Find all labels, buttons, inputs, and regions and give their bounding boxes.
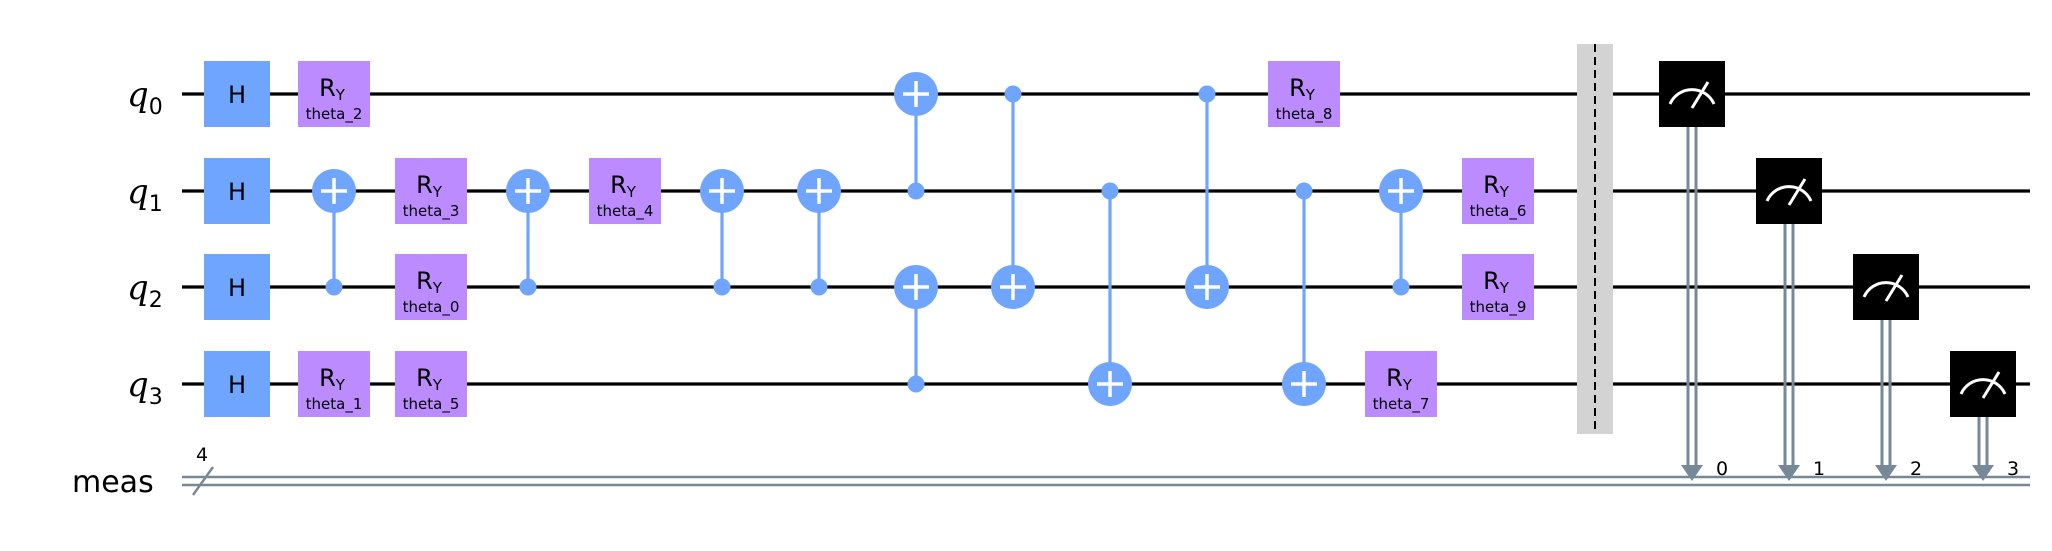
ry-gate-param: theta_9 <box>1470 298 1527 317</box>
measure-gate-q0 <box>1659 61 1725 127</box>
meter-needle-icon <box>1884 274 1904 302</box>
ry-gate-theta_6 <box>1462 158 1534 224</box>
cnot-control-dot <box>1295 182 1313 200</box>
measure-gate-q1 <box>1756 158 1822 224</box>
ry-gate-theta_2 <box>298 61 370 127</box>
ry-gate-param: theta_2 <box>306 105 363 124</box>
cnot-control-dot <box>1004 85 1022 103</box>
meter-arc-icon <box>1765 185 1813 202</box>
meter-arc-icon <box>1862 281 1910 298</box>
cnot-control-dot <box>907 375 925 393</box>
ry-gate-theta_4 <box>589 158 661 224</box>
qubit-label-1: q1 <box>127 172 163 217</box>
h-gate-label: H <box>228 178 246 206</box>
qubit-label-2: q2 <box>127 268 163 313</box>
cnot-control-dot <box>810 278 828 296</box>
cnot-control-dot <box>1101 182 1119 200</box>
ry-gate-param: theta_0 <box>403 298 460 317</box>
meter-needle-icon <box>1981 371 2001 399</box>
qubit-label-3: q3 <box>127 365 163 410</box>
classical-bit-index: 0 <box>1716 458 1728 480</box>
h-gate-q3 <box>204 351 270 417</box>
classical-bit-index: 1 <box>1813 458 1825 480</box>
ry-gate-theta_7 <box>1365 351 1437 417</box>
measure-arrow <box>1875 465 1897 481</box>
measure-gate-q2 <box>1853 254 1919 320</box>
ry-gate-param: theta_8 <box>1276 105 1333 124</box>
ry-gate-param: theta_5 <box>403 395 460 414</box>
classical-bit-index: 3 <box>2007 458 2019 480</box>
h-gate-label: H <box>228 274 246 302</box>
meter-arc-icon <box>1668 88 1716 105</box>
ry-gate-param: theta_1 <box>306 395 363 414</box>
h-gate-label: H <box>228 81 246 109</box>
cnot-control-dot <box>907 182 925 200</box>
h-gate-label: H <box>228 371 246 399</box>
classical-bit-index: 2 <box>1910 458 1922 480</box>
ry-gate-theta_0 <box>395 254 467 320</box>
meter-needle-icon <box>1690 81 1710 109</box>
register-size-label: 4 <box>196 444 208 466</box>
measure-arrow <box>1778 465 1800 481</box>
ry-gate-theta_1 <box>298 351 370 417</box>
ry-gate-theta_8 <box>1268 61 1340 127</box>
cnot-control-dot <box>519 278 537 296</box>
ry-gate-theta_9 <box>1462 254 1534 320</box>
ry-gate-param: theta_7 <box>1373 395 1430 414</box>
register-size-slash <box>192 466 214 496</box>
measure-arrow <box>1681 465 1703 481</box>
measure-gate-q3 <box>1950 351 2016 417</box>
ry-gate-param: theta_4 <box>597 202 654 221</box>
meter-needle-icon <box>1787 178 1807 206</box>
meter-arc-icon <box>1959 378 2007 395</box>
cnot-control-dot <box>1392 278 1410 296</box>
ry-gate-theta_3 <box>395 158 467 224</box>
qubit-label-0: q0 <box>127 75 163 120</box>
cnot-control-dot <box>1198 85 1216 103</box>
ry-gate-theta_5 <box>395 351 467 417</box>
classical-register-label: meas <box>72 465 154 500</box>
cnot-control-dot <box>325 278 343 296</box>
ry-gate-param: theta_3 <box>403 202 460 221</box>
h-gate-q0 <box>204 61 270 127</box>
h-gate-q2 <box>204 254 270 320</box>
h-gate-q1 <box>204 158 270 224</box>
ry-gate-param: theta_6 <box>1470 202 1527 221</box>
cnot-control-dot <box>713 278 731 296</box>
measure-arrow <box>1972 465 1994 481</box>
